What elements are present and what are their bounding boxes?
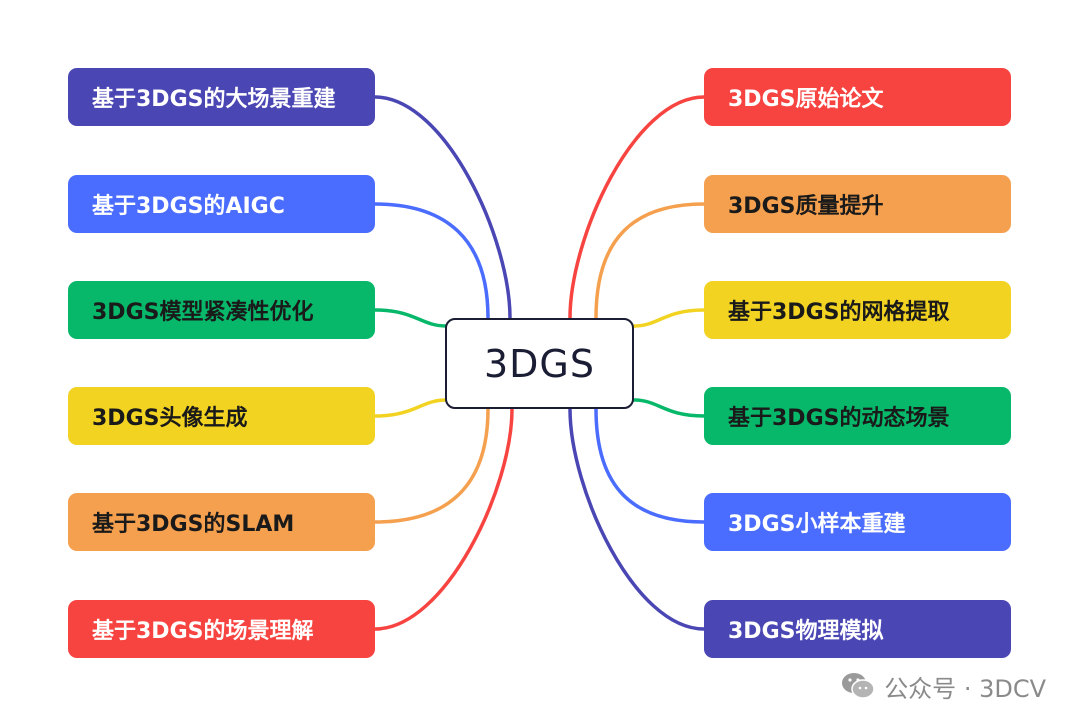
connector-right-3 bbox=[632, 398, 706, 418]
branch-node-quality-improvement[interactable]: 3DGS质量提升 bbox=[704, 175, 1011, 233]
branch-node-few-shot-reconstruction[interactable]: 3DGS小样本重建 bbox=[704, 493, 1011, 551]
connector-left-5 bbox=[373, 407, 514, 631]
branch-node-label: 基于3DGS的网格提取 bbox=[728, 300, 950, 325]
branch-node-large-scene-reconstruction[interactable]: 基于3DGS的大场景重建 bbox=[68, 68, 375, 126]
branch-node-label: 3DGS模型紧凑性优化 bbox=[92, 300, 314, 325]
branch-node-label: 基于3DGS的场景理解 bbox=[92, 619, 314, 644]
branch-node-label: 3DGS头像生成 bbox=[92, 406, 248, 431]
branch-node-aigc[interactable]: 基于3DGS的AIGC bbox=[68, 175, 375, 233]
connector-right-4 bbox=[594, 407, 706, 524]
central-topic-node[interactable]: 3DGS bbox=[445, 318, 634, 409]
connector-right-1 bbox=[594, 202, 706, 320]
wechat-icon bbox=[842, 673, 875, 699]
watermark-text: 公众号 · 3DCV bbox=[884, 674, 1046, 703]
branch-node-label: 基于3DGS的AIGC bbox=[92, 194, 285, 219]
branch-node-avatar-generation[interactable]: 3DGS头像生成 bbox=[68, 387, 375, 445]
branch-node-label: 基于3DGS的SLAM bbox=[92, 512, 295, 537]
connector-left-0 bbox=[373, 95, 512, 320]
branch-node-label: 基于3DGS的动态场景 bbox=[728, 406, 950, 431]
connector-left-1 bbox=[373, 202, 490, 320]
branch-node-original-paper[interactable]: 3DGS原始论文 bbox=[704, 68, 1011, 126]
branch-node-label: 3DGS小样本重建 bbox=[728, 512, 906, 537]
branch-node-label: 3DGS原始论文 bbox=[728, 87, 884, 112]
connector-right-5 bbox=[568, 407, 706, 631]
branch-node-label: 3DGS物理模拟 bbox=[728, 619, 884, 644]
branch-node-model-compactness[interactable]: 3DGS模型紧凑性优化 bbox=[68, 281, 375, 339]
branch-node-mesh-extraction[interactable]: 基于3DGS的网格提取 bbox=[704, 281, 1011, 339]
branch-node-slam[interactable]: 基于3DGS的SLAM bbox=[68, 493, 375, 551]
connector-left-3 bbox=[373, 398, 448, 418]
branch-node-scene-understanding[interactable]: 基于3DGS的场景理解 bbox=[68, 600, 375, 658]
branch-node-label: 3DGS质量提升 bbox=[728, 194, 884, 219]
branch-node-dynamic-scenes[interactable]: 基于3DGS的动态场景 bbox=[704, 387, 1011, 445]
branch-node-label: 基于3DGS的大场景重建 bbox=[92, 87, 336, 112]
watermark: 公众号 · 3DCV bbox=[840, 668, 1046, 704]
connector-left-2 bbox=[373, 308, 448, 328]
connector-left-4 bbox=[373, 407, 490, 524]
central-topic-label: 3DGS bbox=[483, 341, 595, 386]
connector-right-2 bbox=[632, 308, 706, 328]
connector-right-0 bbox=[568, 95, 706, 320]
branch-node-physics-simulation[interactable]: 3DGS物理模拟 bbox=[704, 600, 1011, 658]
